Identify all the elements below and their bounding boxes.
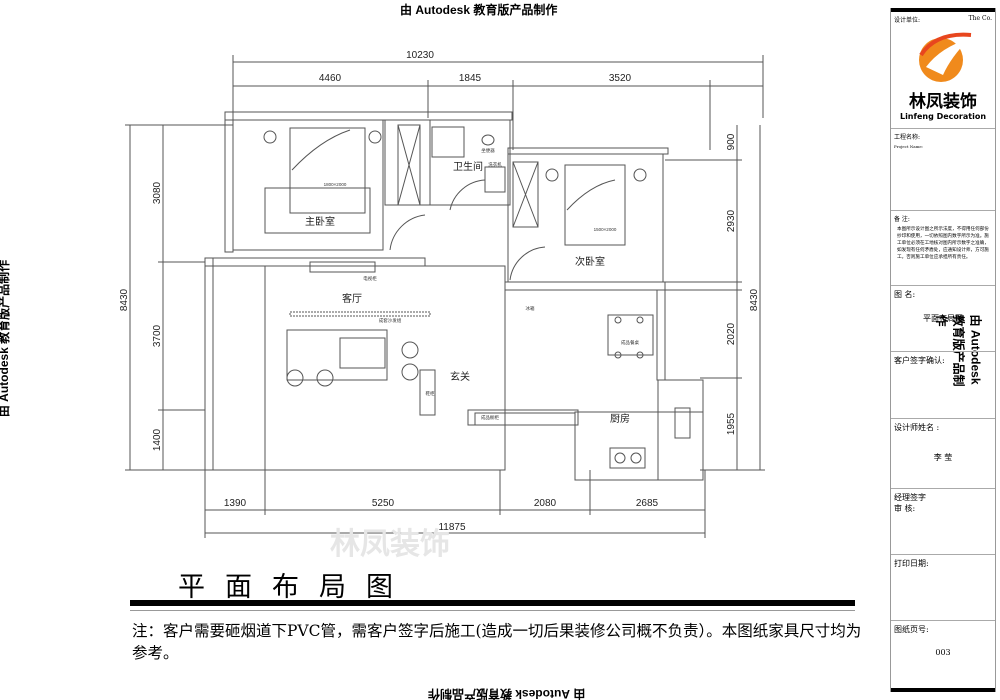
- furniture-label: 成套沙发组: [379, 317, 402, 324]
- dim-left: 3080: [152, 181, 163, 204]
- dim-right: 2020: [726, 322, 737, 345]
- furniture-label: 鞋柜: [426, 390, 435, 397]
- dim-bottom: 5250: [372, 498, 395, 509]
- dim-bottom: 1390: [224, 498, 247, 509]
- title-block: 设计单位: The Co. 林凤装饰 Linfeng Decoration 工程名…: [890, 8, 996, 692]
- room-kitchen: 厨房: [610, 412, 630, 425]
- review-label: 审 核:: [894, 504, 916, 513]
- project-label: 工程名称:: [894, 134, 921, 141]
- drawing-name: 平面布局图: [923, 314, 963, 323]
- furniture-label: 电视柜: [363, 275, 377, 282]
- designer-name: 李 莹: [933, 453, 953, 462]
- manager-label: 经理签字: [894, 493, 926, 502]
- dim-left: 1400: [152, 428, 163, 451]
- dim-left: 3700: [152, 324, 163, 347]
- room-entry: 玄关: [450, 370, 470, 383]
- notes-label: 备 注:: [894, 216, 910, 223]
- dim-left-total: 8430: [119, 288, 130, 311]
- print-date-label: 打印日期:: [894, 559, 929, 568]
- page-number: 003: [935, 648, 951, 657]
- company-en: The Co.: [968, 15, 992, 22]
- watermark-top: 由 Autodesk 教育版产品制作: [400, 3, 558, 17]
- drawing-title: 平面布局图: [178, 572, 413, 603]
- dim-top: 4460: [319, 73, 342, 84]
- logo-en: Linfeng Decoration: [899, 112, 987, 121]
- dim-top: 3520: [609, 73, 632, 84]
- floor-plan: 10230 4460 1845 3520 8430 3080 3700 1400…: [119, 50, 765, 560]
- furniture-label: 成品橱柜: [481, 414, 499, 421]
- designer-label: 设计师姓名 :: [894, 423, 940, 432]
- drawing-name-label: 图 名:: [894, 290, 916, 299]
- notes-text: 本图所示设计图之所示法度，不得用任何部份抄印和使用，一切依照图内数字所示为准。施…: [897, 227, 989, 260]
- dim-bottom: 2685: [636, 498, 659, 509]
- dim-top: 1845: [459, 73, 482, 84]
- room-living: 客厅: [342, 292, 362, 305]
- bed-size-label: 1500×2000: [594, 227, 617, 232]
- dim-top-total: 10230: [406, 50, 434, 61]
- note-text: 注：客户需要砸烟道下PVC管，需客户签字后施工(造成一切后果装修公司概不负责）。…: [132, 622, 862, 662]
- dim-bottom-total: 11875: [438, 522, 466, 533]
- furniture-label: 冰箱: [526, 305, 535, 312]
- furniture-label: 坐便器: [481, 147, 495, 154]
- project-label-en: Project Name:: [894, 144, 924, 149]
- watermark-bottom: 由 Autodesk 教育版产品制作: [428, 687, 586, 700]
- room-second-bedroom: 次卧室: [575, 255, 605, 268]
- dim-right: 2930: [726, 209, 737, 232]
- dim-right-total: 8430: [749, 288, 760, 311]
- company-logo: [919, 32, 972, 82]
- logo-cn: 林凤装饰: [909, 92, 977, 112]
- room-master-bedroom: 主卧室: [305, 215, 335, 228]
- dim-right: 900: [726, 133, 737, 150]
- company-label: 设计单位:: [894, 17, 921, 24]
- title-underline: [130, 600, 855, 606]
- page-label: 图纸页号:: [894, 625, 929, 634]
- title-block-bottom-bar: [891, 688, 995, 692]
- dim-right: 1955: [726, 412, 737, 435]
- client-sign-label: 客户签字确认:: [894, 356, 945, 365]
- bed-size-label: 1800×2000: [324, 182, 347, 187]
- dim-bottom: 2080: [534, 498, 557, 509]
- room-bathroom: 卫生间: [453, 160, 483, 173]
- furniture-label: 成品餐桌: [621, 339, 639, 346]
- furniture-label: 洗衣机: [488, 161, 502, 168]
- divider: [130, 610, 855, 611]
- logo-watermark: 林凤装饰: [330, 528, 450, 560]
- title-block-top-bar: [891, 8, 995, 12]
